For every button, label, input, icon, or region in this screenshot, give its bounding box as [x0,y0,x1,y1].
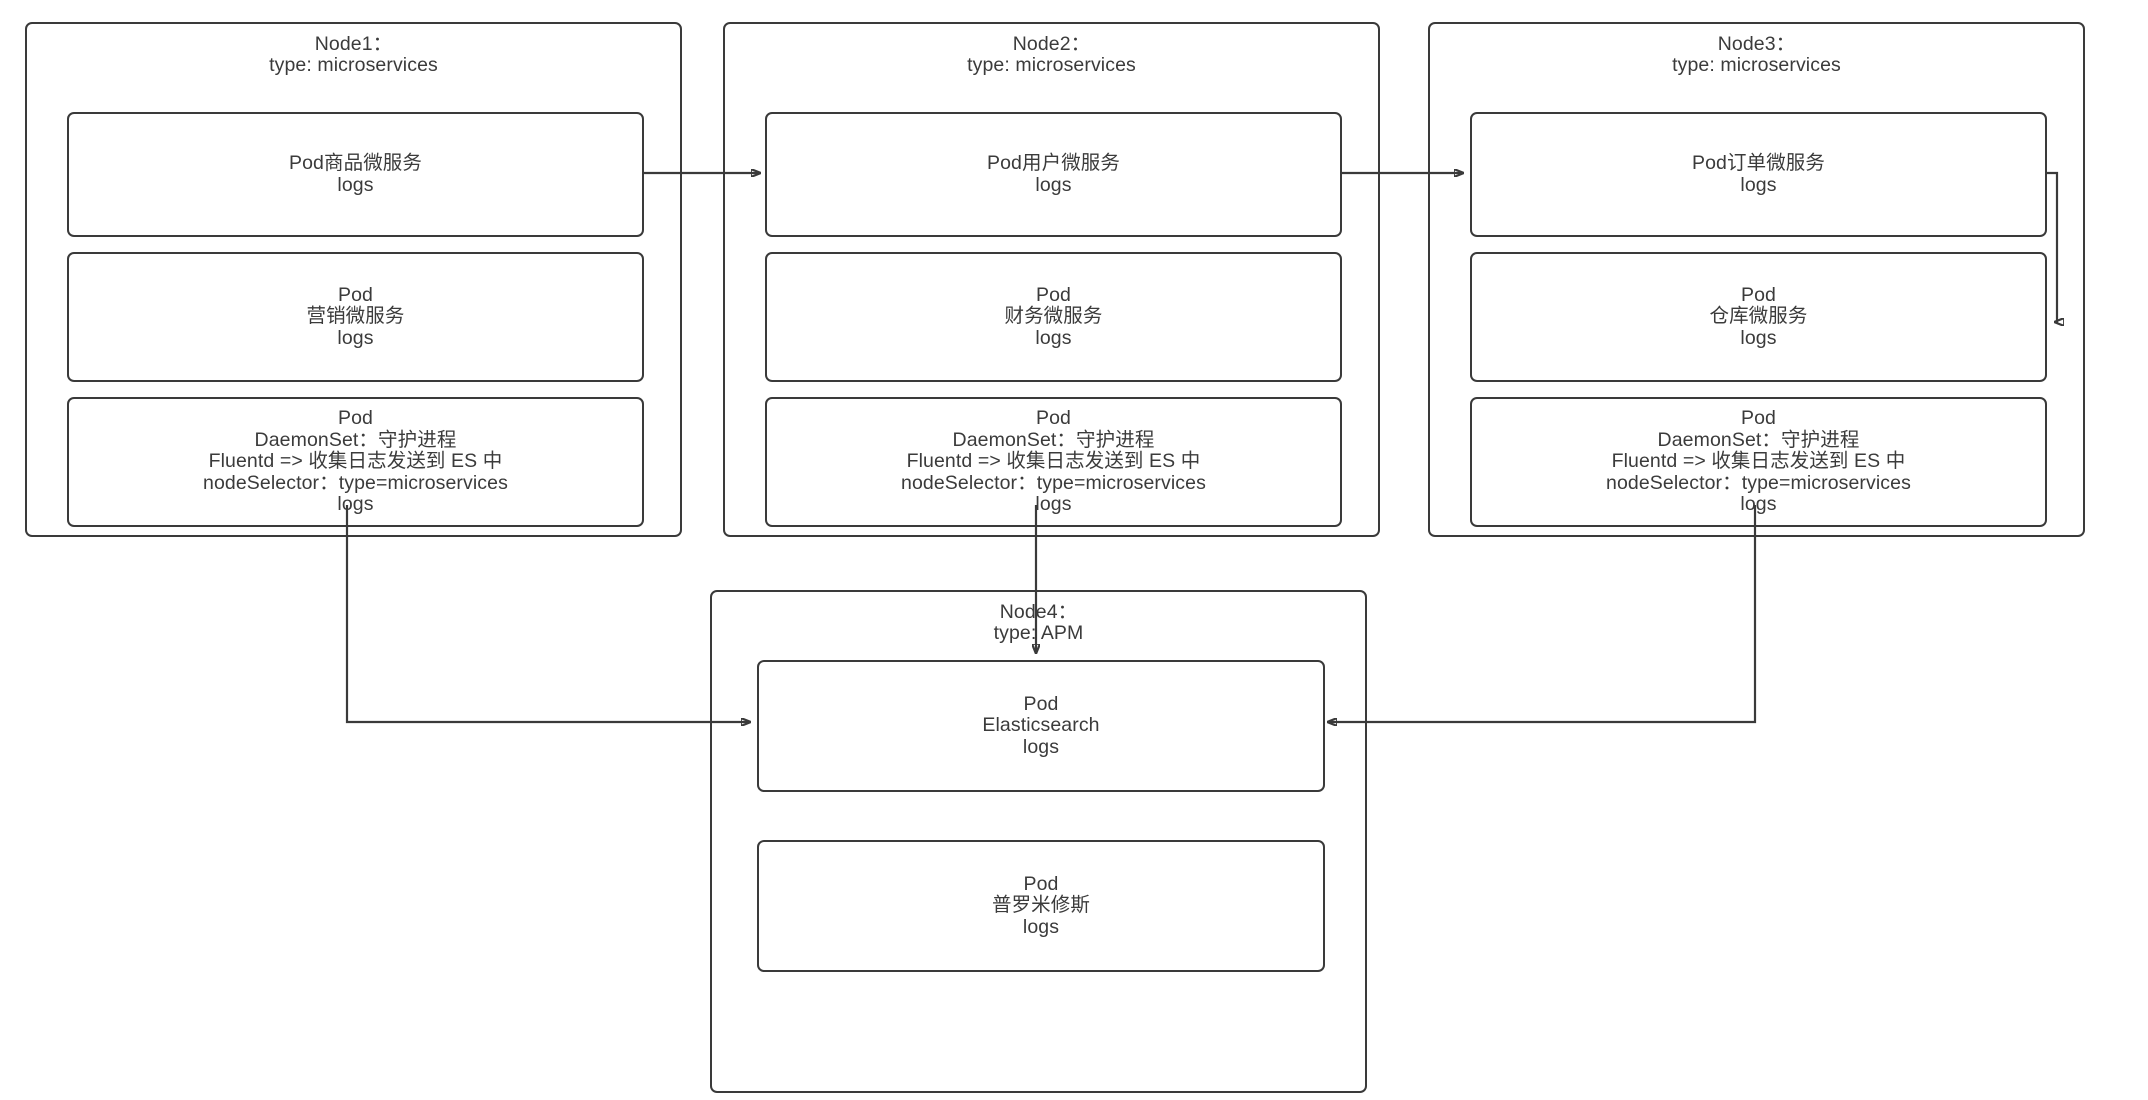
node-container-node1[interactable]: Node1： type: microservices Pod商品微服务 logs… [25,22,682,537]
node3-title: Node3： type: microservices [1672,33,1841,76]
pod-node2-daemonset-label: Pod DaemonSet：守护进程 Fluentd => 收集日志发送到 ES… [901,407,1206,516]
pod-node3-order-label: Pod订单微服务 logs [1692,152,1825,196]
pod-node1-product-label: Pod商品微服务 logs [289,152,422,196]
pod-node3-warehouse-label: Pod 仓库微服务 logs [1709,283,1808,349]
pod-node4-prometheus-label: Pod 普罗米修斯 logs [991,872,1090,938]
node-container-node2[interactable]: Node2： type: microservices Pod用户微服务 logs… [723,22,1380,537]
pod-node3-warehouse[interactable]: Pod 仓库微服务 logs [1470,252,2047,382]
node1-title: Node1： type: microservices [269,33,438,76]
pod-node2-finance[interactable]: Pod 财务微服务 logs [765,252,1342,382]
pod-node2-finance-label: Pod 财务微服务 logs [1004,283,1103,349]
pod-node1-daemonset[interactable]: Pod DaemonSet：守护进程 Fluentd => 收集日志发送到 ES… [67,397,644,527]
pod-node3-daemonset-label: Pod DaemonSet：守护进程 Fluentd => 收集日志发送到 ES… [1606,407,1911,516]
node-container-node4[interactable]: Node4： type: APM Pod Elasticsearch logs … [710,590,1367,1093]
node-container-node3[interactable]: Node3： type: microservices Pod订单微服务 logs… [1428,22,2085,537]
node2-title: Node2： type: microservices [967,33,1136,76]
pod-node1-daemonset-label: Pod DaemonSet：守护进程 Fluentd => 收集日志发送到 ES… [203,407,508,516]
pod-node4-prometheus[interactable]: Pod 普罗米修斯 logs [757,840,1325,972]
pod-node1-marketing[interactable]: Pod 营销微服务 logs [67,252,644,382]
pod-node4-elasticsearch[interactable]: Pod Elasticsearch logs [757,660,1325,792]
connector-node1-daemonset-to-elasticsearch [345,505,750,722]
pod-node1-product[interactable]: Pod商品微服务 logs [67,112,644,237]
pod-node2-user-label: Pod用户微服务 logs [987,152,1120,196]
pod-node1-marketing-label: Pod 营销微服务 logs [306,283,405,349]
connector-node3-daemonset-to-elasticsearch [1328,505,1757,722]
pod-node4-elasticsearch-label: Pod Elasticsearch logs [982,692,1100,758]
pod-node3-order[interactable]: Pod订单微服务 logs [1470,112,2047,237]
node4-title: Node4： type: APM [993,601,1084,644]
pod-node2-daemonset[interactable]: Pod DaemonSet：守护进程 Fluentd => 收集日志发送到 ES… [765,397,1342,527]
pod-node2-user[interactable]: Pod用户微服务 logs [765,112,1342,237]
pod-node3-daemonset[interactable]: Pod DaemonSet：守护进程 Fluentd => 收集日志发送到 ES… [1470,397,2047,527]
